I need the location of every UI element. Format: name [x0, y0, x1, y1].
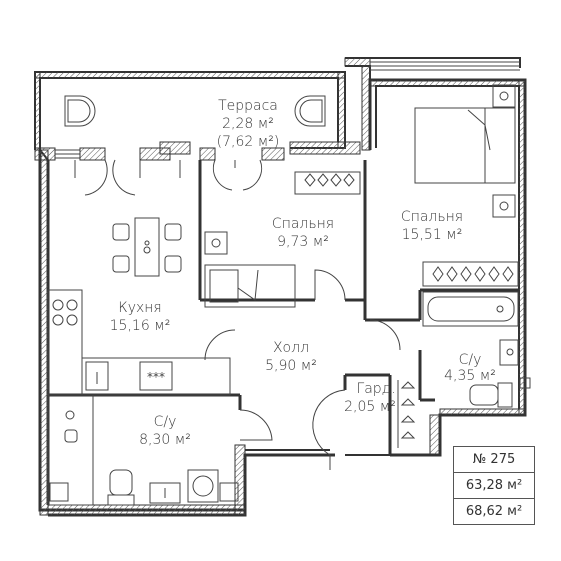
large-bedroom-bed [414, 84, 516, 218]
bathroom-small-name: С/у [459, 352, 482, 368]
hall-area: 5,90 м² [265, 358, 317, 374]
bathroom-large-area: 8,30 м² [139, 432, 191, 448]
wardrobe-hangers [397, 380, 416, 448]
small-bathroom-fixtures [422, 291, 519, 408]
bathroom-large-name: С/у [154, 414, 177, 430]
label-terrace: Терраса 2,28 м² (7,62 м²) [217, 98, 280, 150]
label-kitchen: Кухня 15,16 м² [110, 300, 171, 334]
apartment-info-box: № 275 63,28 м² 68,62 м² [453, 446, 535, 525]
wardrobe-area: 2,05 м² [344, 399, 396, 415]
terrace-area-extra: (7,62 м²) [217, 134, 280, 150]
bathroom-small-area: 4,35 м² [444, 368, 496, 384]
label-hall: Холл 5,90 м² [265, 340, 317, 374]
facade-wall [34, 141, 361, 178]
label-bedroom-small: Спальня 9,73 м² [272, 216, 334, 250]
terrace-name: Терраса [218, 98, 278, 114]
wardrobe-large-bedroom [422, 261, 519, 287]
bedroom-large-area: 15,51 м² [402, 227, 463, 243]
apartment-number: № 275 [454, 447, 534, 473]
label-bathroom-large: С/у 8,30 м² [139, 414, 191, 448]
hall-name: Холл [273, 340, 309, 356]
label-wardrobe: Гард. 2,05 м² [344, 381, 396, 415]
bedroom-small-area: 9,73 м² [277, 234, 329, 250]
apartment-area-total: 63,28 м² [454, 473, 534, 499]
bedroom-large-name: Спальня [401, 209, 463, 225]
label-bedroom-large: Спальня 15,51 м² [401, 209, 463, 243]
apartment-walls [38, 78, 527, 517]
stove-marks: *** [147, 370, 165, 384]
wardrobe-name: Гард. [356, 381, 395, 397]
kitchen-name: Кухня [118, 300, 161, 316]
interior-door-swings [204, 269, 401, 470]
kitchen-area: 15,16 м² [110, 318, 171, 334]
terrace-area: 2,28 м² [222, 116, 274, 132]
label-bathroom-small: С/у 4,35 м² [444, 352, 496, 384]
terrace-planter-right [294, 95, 326, 127]
bedroom-small-name: Спальня [272, 216, 334, 232]
wardrobe-small-bedroom [294, 171, 361, 195]
large-bathroom-fixtures [47, 394, 239, 506]
balcony-door-swings [84, 159, 263, 196]
apartment-area-with-terrace: 68,62 м² [465, 504, 523, 519]
small-bedroom-bed [204, 231, 296, 308]
dining-table [112, 217, 182, 277]
terrace-planter-left [64, 95, 96, 127]
